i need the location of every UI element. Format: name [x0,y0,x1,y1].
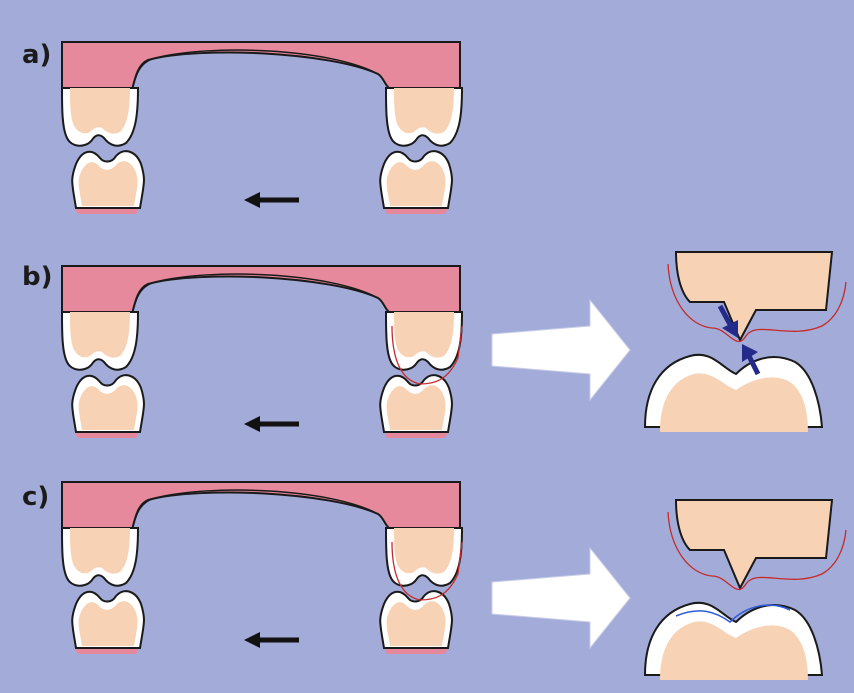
panel-label-c: c) [22,482,49,512]
upper-tooth-dentin [70,528,130,574]
panel-label-a: a) [22,40,51,70]
upper-tooth-dentin [70,312,130,358]
upper-tooth-dentin [394,312,454,358]
upper-tooth-dentin [394,88,454,134]
panel-label-b: b) [22,262,53,292]
upper-tooth-dentin [394,528,454,574]
upper-tooth-dentin [70,88,130,134]
